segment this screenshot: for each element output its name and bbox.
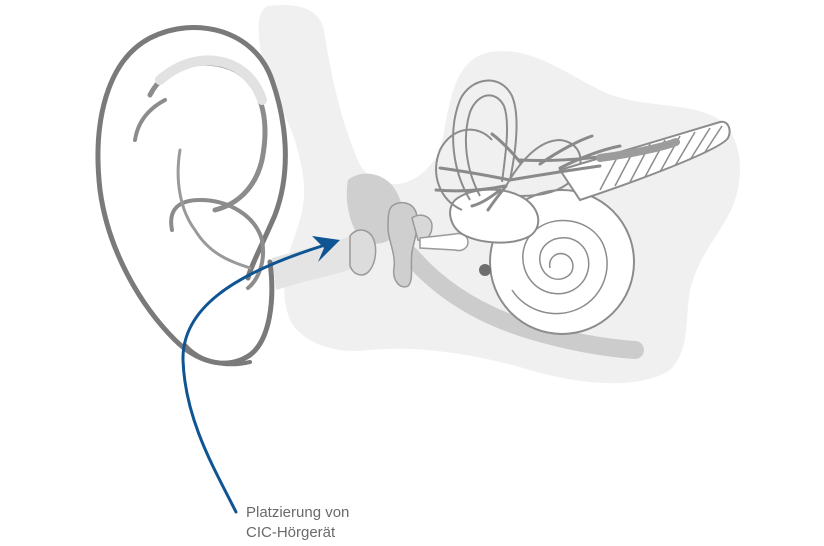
ossicles (387, 201, 469, 288)
caption-line-2: CIC-Hörgerät (246, 524, 336, 541)
nerve-branch-5 (490, 132, 522, 164)
nerve-dark-band (596, 138, 680, 162)
semicircular-canals (435, 79, 582, 211)
nerve-branch-6 (538, 134, 594, 166)
cochlear-nerve-main (508, 164, 602, 182)
pinna-antihelix (133, 98, 265, 290)
arrow-line (181, 244, 324, 514)
ear-canal (272, 236, 356, 290)
round-window (479, 264, 491, 276)
lateral-canal (504, 138, 582, 197)
posterior-canal (435, 128, 493, 211)
nerve-branch-2 (434, 184, 507, 193)
cochlea-spiral (511, 219, 608, 315)
nerve-branch-3 (470, 188, 502, 208)
nerve-branch-7 (558, 144, 622, 170)
auditory-nerve-sheath (558, 120, 731, 202)
pinna-concha (176, 148, 252, 270)
superior-canal (452, 79, 518, 201)
arrow-icon (312, 236, 340, 262)
pinna-inner-shade (155, 55, 267, 105)
vestibule (449, 188, 540, 244)
nerve-branch-4 (486, 184, 508, 212)
superior-canal-inner (464, 94, 509, 197)
caption: Platzierung von CIC-Hörgerät (246, 503, 349, 543)
nerve-branch-1 (438, 166, 512, 182)
pinna-lobe (183, 343, 252, 367)
pinna-outer-rim (95, 24, 288, 366)
cic-hearing-aid (349, 229, 377, 276)
stapes (419, 232, 469, 252)
malleus (387, 201, 419, 288)
eustachian-tube (401, 246, 644, 359)
pinna (95, 24, 288, 367)
caption-line-1: Platzierung von (246, 504, 350, 521)
pinna-helix (147, 60, 268, 213)
